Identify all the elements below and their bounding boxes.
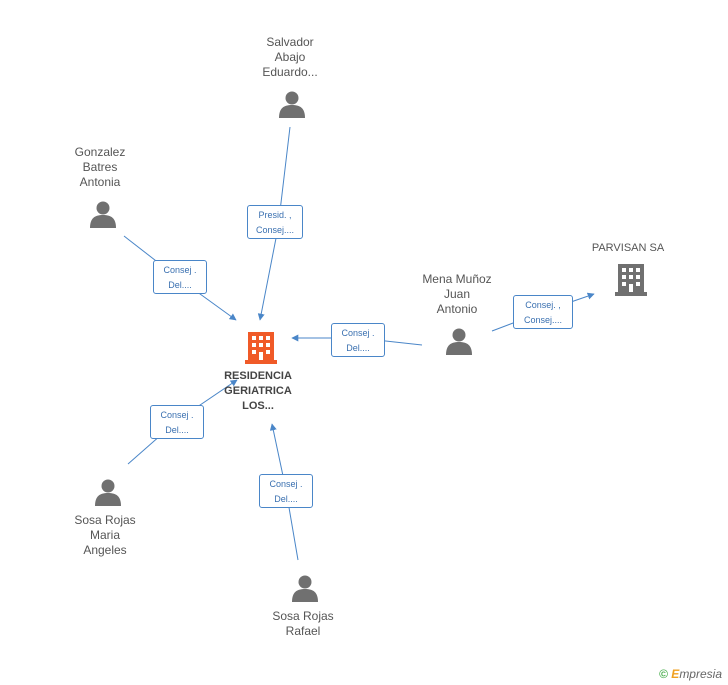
role-box-sosa-rafael[interactable]: Consej . Del.... bbox=[259, 474, 313, 508]
person-icon[interactable] bbox=[445, 327, 473, 355]
role-box-parvisan[interactable]: Consej. , Consej.... bbox=[513, 295, 573, 329]
building-icon[interactable] bbox=[615, 262, 647, 296]
building-icon[interactable] bbox=[245, 330, 277, 364]
person-icon[interactable] bbox=[89, 200, 117, 228]
person-label-salvador[interactable]: Salvador Abajo Eduardo... bbox=[262, 35, 318, 79]
role-box-mena[interactable]: Consej . Del.... bbox=[331, 323, 385, 357]
person-label-mena[interactable]: Mena Muñoz Juan Antonio bbox=[422, 272, 492, 316]
brand-name: mpresia bbox=[679, 667, 722, 681]
empresia-watermark: © Empresia bbox=[659, 667, 722, 681]
person-label-gonzalez[interactable]: Gonzalez Batres Antonia bbox=[74, 145, 126, 189]
person-icon[interactable] bbox=[291, 574, 319, 602]
role-box-sosa-maria[interactable]: Consej . Del.... bbox=[150, 405, 204, 439]
role-box-gonzalez[interactable]: Consej . Del.... bbox=[153, 260, 207, 294]
center-company-label[interactable]: RESIDENCIA GERIATRICA LOS... bbox=[224, 370, 292, 412]
person-icon[interactable] bbox=[278, 90, 306, 118]
person-label-sosa-maria[interactable]: Sosa Rojas Maria Angeles bbox=[74, 513, 136, 557]
copyright-symbol: © bbox=[659, 667, 668, 681]
role-box-salvador[interactable]: Presid. , Consej.... bbox=[247, 205, 303, 239]
brand-initial: E bbox=[671, 667, 680, 681]
person-label-sosa-rafael[interactable]: Sosa Rojas Rafael bbox=[272, 609, 334, 638]
company-label-parvisan[interactable]: PARVISAN SA bbox=[591, 242, 665, 254]
person-icon[interactable] bbox=[94, 478, 122, 506]
